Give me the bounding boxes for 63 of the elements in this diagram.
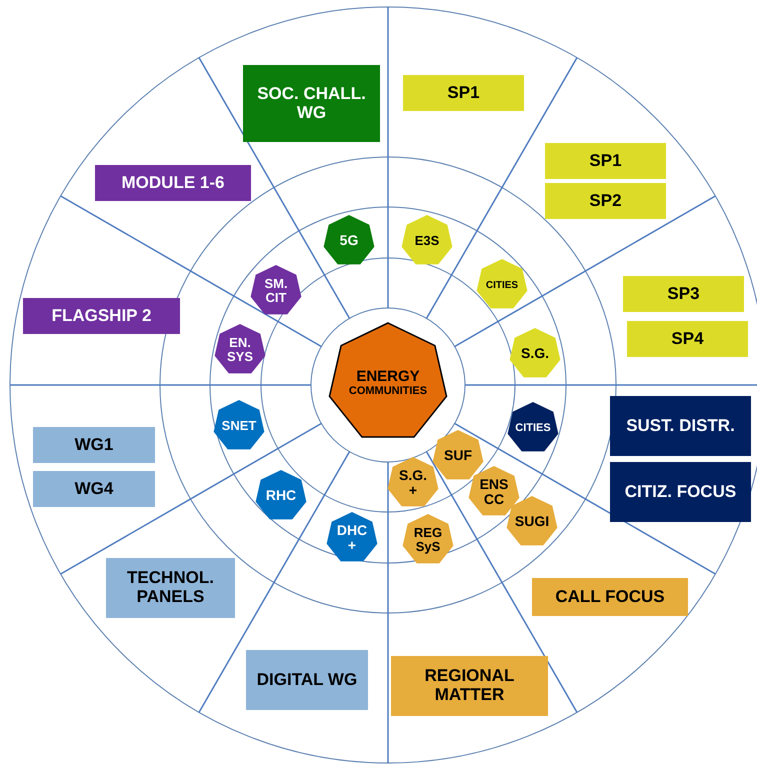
node-label: FLAGSHIP 2: [52, 306, 152, 326]
node-label: SNET: [222, 418, 256, 434]
node-label: SUST. DISTR.: [626, 416, 735, 436]
node-label: CITIZ. FOCUS: [624, 482, 736, 502]
node-label: TECHNOL. PANELS: [126, 569, 215, 607]
node-label: SP2: [589, 192, 622, 210]
node-label: SP4: [671, 330, 704, 348]
node-label: SUGI: [514, 514, 550, 530]
label-box: [545, 143, 666, 179]
node-label: EN. SYS: [226, 336, 254, 364]
node-label: CITIES: [486, 280, 518, 290]
node-label: SP1: [447, 84, 480, 102]
label-box: [532, 578, 688, 616]
node-label: CALL FOCUS: [555, 588, 665, 606]
node-label: SOC. CHALL. WG: [256, 84, 367, 122]
label-box: [545, 183, 666, 219]
node-label: ENERGY: [356, 368, 420, 386]
heptagon-node: [323, 215, 375, 267]
node-label: DIGITAL WG: [256, 670, 358, 690]
label-box: [403, 75, 524, 111]
label-box: [243, 65, 380, 142]
node-label: SUF: [444, 448, 472, 464]
heptagon-node: [255, 470, 307, 522]
node-label: CITIES: [515, 422, 551, 434]
node-label: WG4: [74, 480, 114, 498]
node-label: SP3: [667, 284, 700, 304]
heptagon-node: [213, 400, 265, 452]
heptagon-node: [402, 514, 454, 566]
node-label: DHC +: [336, 522, 368, 554]
heptagon-node: [506, 496, 558, 548]
label-box: [23, 298, 180, 334]
label-box: [33, 471, 155, 507]
label-box: [610, 396, 751, 456]
node-label: COMMUNITIES: [348, 385, 428, 398]
label-box: [627, 321, 748, 357]
label-box: [106, 558, 235, 618]
node-label: WG1: [74, 436, 114, 454]
node-label: S.G.: [520, 346, 549, 362]
node-label: 5G: [340, 233, 358, 249]
label-box: [391, 656, 548, 716]
label-box: [246, 650, 368, 710]
heptagon-node: [476, 259, 528, 311]
heptagon-node: [468, 466, 520, 518]
heptagon-node: [387, 457, 439, 509]
node-label: REG SyS: [412, 526, 444, 554]
node-label: MODULE 1-6: [122, 174, 224, 192]
label-box: [33, 427, 155, 463]
node-label: SM. CIT: [263, 276, 289, 306]
node-label: S.G. +: [398, 468, 428, 498]
heptagon-node: [509, 328, 561, 380]
label-box: [610, 462, 751, 522]
heptagon-node: [250, 265, 302, 317]
node-label: RHC: [266, 488, 296, 504]
node-label: REGIONAL MATTER: [424, 667, 516, 705]
heptagon-node: [326, 512, 378, 564]
label-box: [623, 276, 744, 312]
node-label: ENS CC: [478, 476, 510, 508]
heptagon-node: [401, 215, 453, 267]
node-label: SP1: [589, 152, 622, 170]
node-label: E3S: [414, 234, 440, 248]
label-box: [95, 165, 251, 201]
heptagon-node: [214, 324, 266, 376]
heptagon-node: [507, 402, 559, 454]
